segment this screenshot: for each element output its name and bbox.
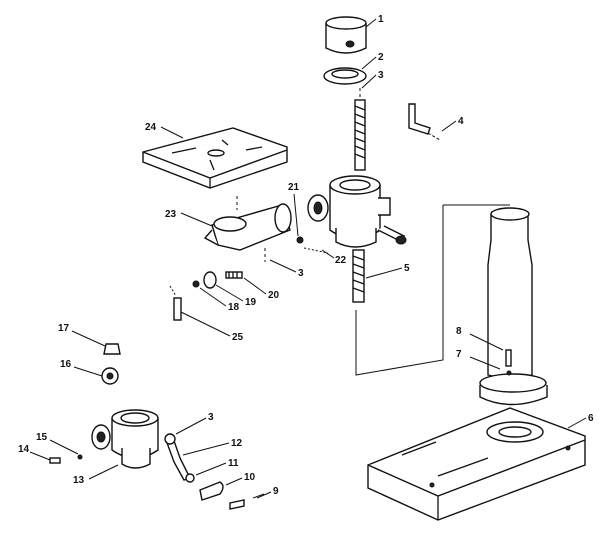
callout-leader-c1 <box>365 18 377 28</box>
callout-number-c16: 16 <box>60 359 72 370</box>
callout-number-c22: 22 <box>335 255 347 266</box>
callout-leader-c25 <box>180 311 231 337</box>
callout-leader-c10 <box>225 477 243 486</box>
callout-leader-c6 <box>567 417 587 429</box>
callout-leader-c7 <box>469 356 501 370</box>
callout-leader-c22 <box>321 249 335 259</box>
callout-number-c19: 19 <box>245 297 257 308</box>
callout-leader-c11 <box>195 462 227 476</box>
callout-number-c18: 18 <box>228 302 240 313</box>
part-ring <box>323 67 367 85</box>
part-set-screws <box>49 454 83 464</box>
callout-number-c25: 25 <box>232 332 244 343</box>
part-column <box>479 207 548 406</box>
part-small-hardware <box>192 236 329 289</box>
callout-number-c15: 15 <box>36 432 48 443</box>
callout-leader-c5 <box>365 267 403 279</box>
callout-leader-c8 <box>469 333 504 351</box>
callout-leader-c15 <box>49 439 79 455</box>
callout-number-c10: 10 <box>244 472 256 483</box>
callout-leader-c3a <box>361 74 377 89</box>
callout-leader-c3c <box>269 259 297 273</box>
callout-number-c17: 17 <box>58 323 70 334</box>
callout-leader-c13 <box>88 464 119 480</box>
part-spring-lower <box>352 249 365 303</box>
callout-number-c9: 9 <box>273 486 279 497</box>
part-table-arm <box>203 203 292 262</box>
callout-number-c7: 7 <box>456 349 462 360</box>
callout-leader-c21 <box>293 193 299 237</box>
callout-leader-c16 <box>73 366 103 377</box>
callout-leader-c2 <box>361 56 377 70</box>
callout-number-c13: 13 <box>73 475 85 486</box>
callout-leader-c19 <box>215 284 244 302</box>
alignment-line <box>355 204 510 376</box>
callout-leader-c9 <box>256 491 272 499</box>
part-head-casting <box>307 175 407 248</box>
callout-number-c3c: 3 <box>298 268 304 279</box>
callout-number-c1: 1 <box>378 14 384 25</box>
part-pin <box>169 285 182 321</box>
part-collar <box>325 16 367 54</box>
part-l-pin <box>408 103 441 141</box>
callout-leader-c14 <box>29 451 51 461</box>
callout-number-c3a: 3 <box>378 70 384 81</box>
callout-number-c20: 20 <box>268 290 280 301</box>
callout-number-c8: 8 <box>456 326 462 337</box>
part-spring-upper <box>354 88 366 171</box>
part-table <box>142 127 288 210</box>
callout-number-c2: 2 <box>378 52 384 63</box>
callout-number-c23: 23 <box>165 209 177 220</box>
callout-number-c5: 5 <box>404 263 410 274</box>
callout-number-c24: 24 <box>145 122 157 133</box>
part-base <box>367 407 586 521</box>
callout-number-c4: 4 <box>458 116 464 127</box>
part-lower-casting <box>91 409 159 469</box>
callout-leader-c20 <box>243 277 267 295</box>
callout-leader-c23 <box>180 212 213 227</box>
callout-number-c11: 11 <box>228 458 239 469</box>
callout-leader-c17 <box>71 330 106 347</box>
part-crank-handle <box>164 433 265 510</box>
callout-number-c6: 6 <box>588 413 594 424</box>
part-gear <box>101 343 121 385</box>
callout-number-c21: 21 <box>288 182 300 193</box>
callout-number-c14: 14 <box>18 444 30 455</box>
callout-leader-c12 <box>182 442 230 456</box>
callout-leader-c3b <box>175 417 207 435</box>
callout-number-c12: 12 <box>231 438 243 449</box>
callout-number-c3b: 3 <box>208 412 214 423</box>
callout-leader-c24 <box>160 126 184 139</box>
callout-leader-c18 <box>199 287 227 307</box>
callout-leader-c4 <box>441 120 457 132</box>
